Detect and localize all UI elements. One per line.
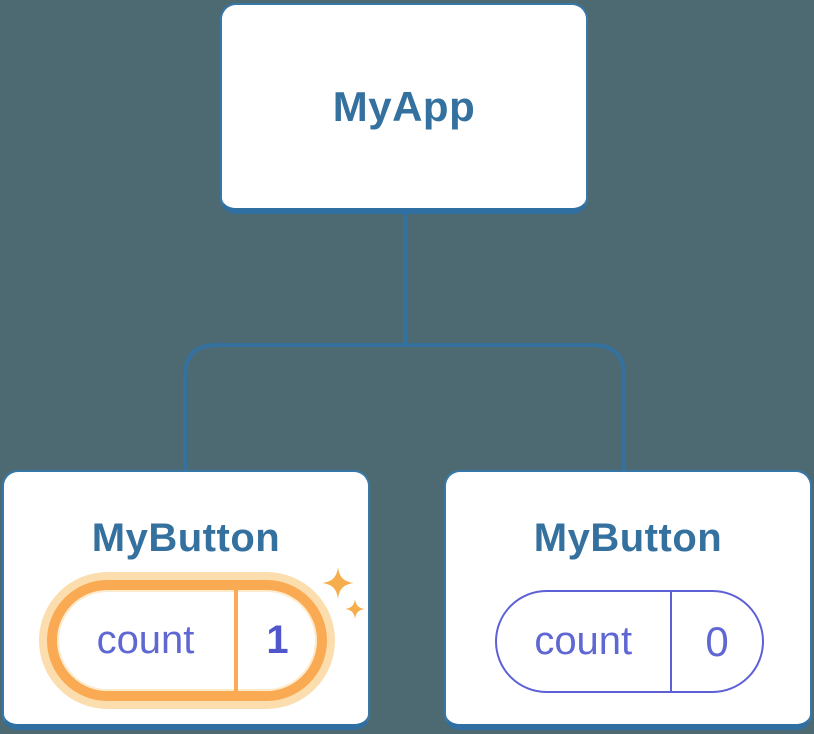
component-label-mybutton-1: MyButton: [91, 516, 281, 560]
component-node-mybutton-2: MyButton count 0: [444, 470, 812, 730]
connector-branch-bracket: [183, 343, 626, 471]
state-key-label: count: [534, 619, 633, 663]
state-pill-divider: [234, 590, 238, 691]
component-node-mybutton-1: MyButton count 1: [2, 470, 370, 730]
state-pill-divider: [669, 592, 672, 691]
component-label-myapp: MyApp: [332, 82, 476, 130]
state-pill: count 0: [495, 590, 764, 693]
state-value: 1: [266, 618, 289, 662]
sparkle-small-icon: [345, 599, 365, 619]
state-key-label: count: [96, 618, 195, 662]
component-node-myapp: MyApp: [220, 3, 588, 214]
sparkle-large-icon: [322, 567, 354, 599]
state-pill-highlighted: count 1: [47, 580, 327, 701]
state-value: 0: [705, 617, 729, 665]
component-label-mybutton-2: MyButton: [533, 516, 723, 560]
